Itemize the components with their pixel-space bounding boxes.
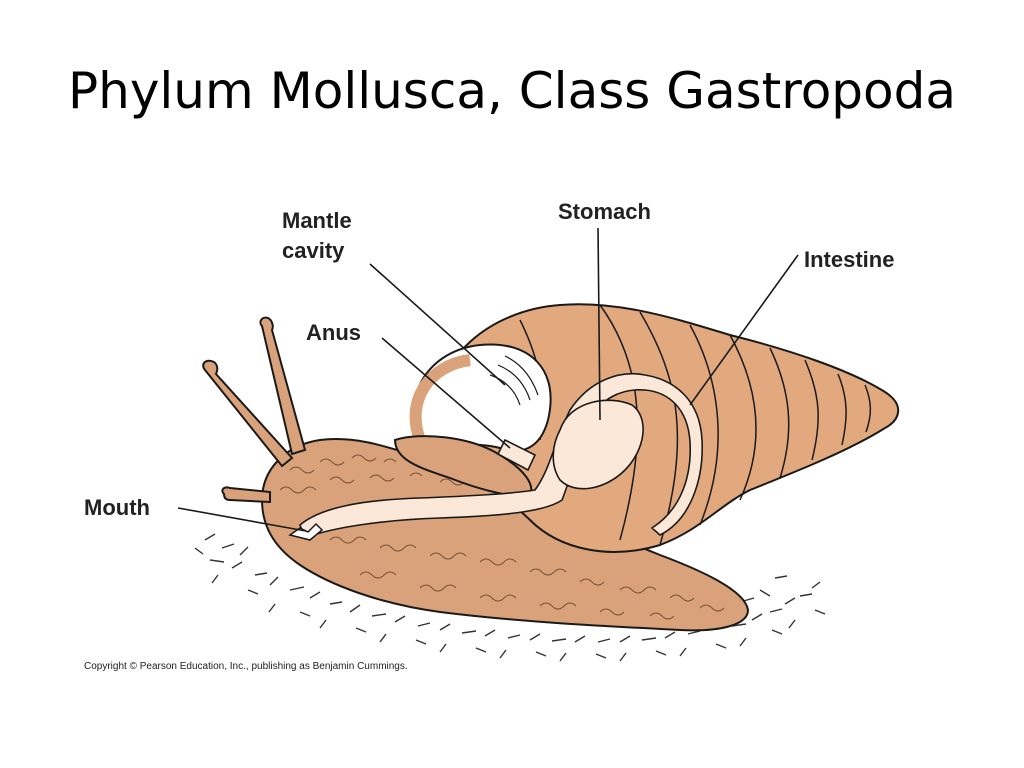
label-anus: Anus — [306, 320, 361, 345]
upper-tentacle-2 — [202, 359, 294, 468]
snail-foot — [260, 438, 750, 632]
anus-tube — [496, 438, 537, 472]
slide-title: Phylum Mollusca, Class Gastropoda — [67, 62, 956, 120]
lower-tentacle — [221, 486, 271, 504]
leader-lines — [177, 227, 799, 532]
leader-anus — [381, 337, 511, 449]
mantle-opening — [412, 343, 552, 452]
digestive-tract — [299, 373, 703, 540]
leader-stomach — [597, 227, 601, 421]
ground-substrate — [194, 533, 826, 662]
mouth-opening — [288, 522, 324, 541]
skin-texture — [279, 454, 725, 620]
copyright-notice: Copyright © Pearson Education, Inc., pub… — [84, 661, 408, 672]
label-stomach: Stomach — [558, 199, 651, 224]
upper-tentacle — [259, 316, 307, 456]
label-mouth: Mouth — [84, 495, 150, 520]
label-mantle-line1: Mantle — [282, 208, 352, 233]
label-intestine: Intestine — [804, 247, 894, 272]
mantle-cavity-lines — [489, 355, 539, 406]
leader-mouth — [177, 507, 307, 532]
leader-mantle-cavity — [369, 263, 506, 386]
stomach-organ — [552, 399, 644, 490]
leader-intestine — [689, 254, 799, 406]
mantle-rim — [409, 354, 472, 443]
label-mantle-line2: cavity — [282, 238, 345, 263]
